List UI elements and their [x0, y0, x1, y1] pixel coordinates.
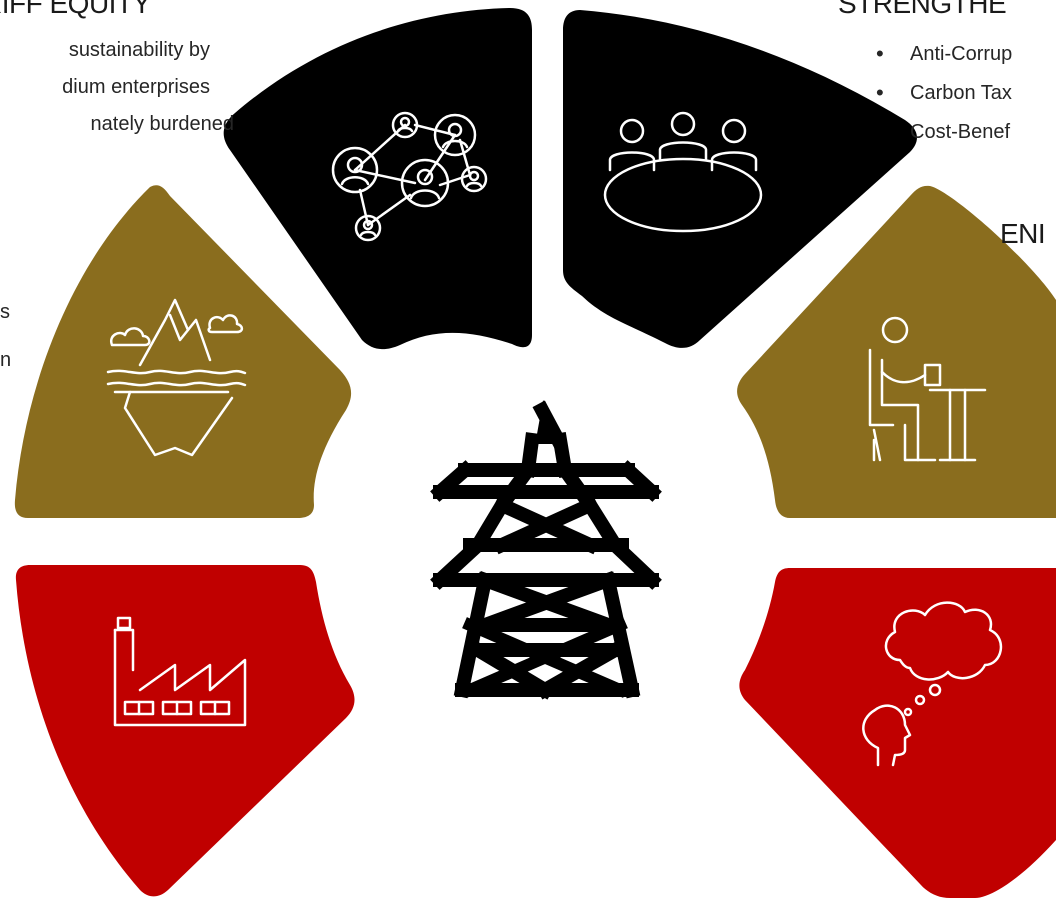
heading-strengthen: STRENGTHE	[838, 0, 1007, 19]
heading-right: ENI	[1000, 218, 1046, 249]
bullet-item-3: Cost-Benef	[910, 121, 1011, 143]
text-line-1: sustainability by	[68, 39, 210, 61]
segment-top-right	[563, 10, 917, 348]
network-people-icon	[331, 111, 488, 242]
segment-bottom-left	[15, 565, 355, 897]
text-fragment-1: s	[0, 301, 10, 323]
thinking-head-icon	[862, 601, 1003, 767]
bullet-item-2: Carbon Tax	[876, 79, 1012, 107]
bullet-item-1: Anti-Corrup	[876, 40, 1012, 68]
person-at-desk-icon	[868, 316, 987, 462]
factory-icon	[113, 616, 247, 727]
segment-mid-right	[737, 185, 1056, 519]
text-line-2: dium enterprises	[62, 76, 210, 98]
heading-tariff-equity: RIFF EQUITY	[0, 0, 151, 19]
segment-top-left	[223, 8, 532, 350]
segment-bottom-right	[739, 568, 1056, 898]
text-fragment-2: n	[0, 349, 12, 371]
meeting-table-icon	[603, 111, 763, 233]
segment-mid-left	[14, 185, 352, 519]
iceberg-icon	[106, 298, 247, 457]
power-tower-icon	[430, 399, 662, 700]
text-line-3: nately burdened	[90, 113, 234, 135]
